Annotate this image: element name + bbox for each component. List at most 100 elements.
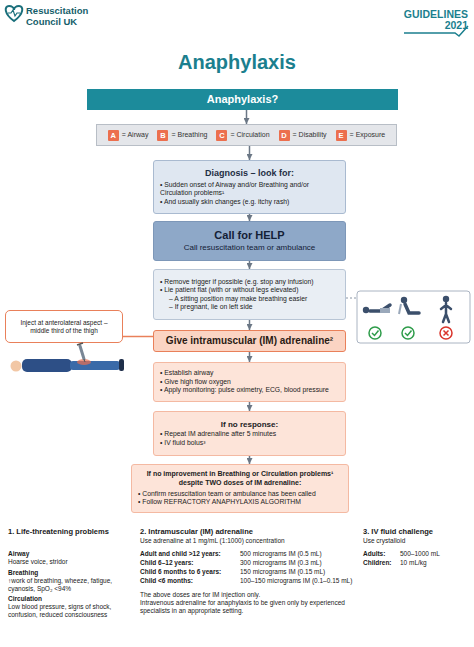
action-box: If no improvement in Breathing or Circul…	[131, 464, 349, 513]
bullet-text: • Confirm resuscitation team or ambulanc…	[138, 490, 342, 498]
figure-body	[370, 305, 390, 311]
action-box: If no response:• Repeat IM adrenaline af…	[153, 411, 346, 456]
patient-illustration	[11, 343, 125, 372]
flow-arrow	[249, 402, 251, 411]
flow-arrow	[249, 261, 251, 269]
table-cell: 150 micrograms IM (0.15 mL)	[240, 568, 360, 576]
check-mark	[402, 327, 414, 339]
bullet-text: • Give high flow oxygen	[160, 378, 339, 386]
figure-body	[405, 304, 419, 313]
assessment-text: = Circulation	[230, 131, 269, 140]
assessment-text: = Airway	[122, 131, 149, 140]
footnote-text: Use crystalloid	[363, 537, 468, 545]
diagnosis-box: Diagnosis – look for: • Sudden onset of A…	[153, 160, 346, 214]
assessment-text: = Breathing	[171, 131, 207, 140]
box-heading: If no improvement in Breathing or Circul…	[138, 470, 342, 487]
letter-badge: E	[336, 130, 347, 141]
check-tick	[405, 331, 412, 336]
footnote-text: ↑work of breathing, wheeze, fatigue, cya…	[8, 577, 120, 593]
callout-box: Inject at anterolateral aspect – middle …	[5, 310, 123, 343]
table-cell: 100–150 micrograms IM (0.1–0.15 mL)	[240, 577, 360, 585]
patient-feet	[119, 359, 124, 371]
flow-arrow	[246, 110, 248, 124]
figure-head	[443, 296, 449, 302]
flow-arrow	[249, 320, 251, 330]
backrest	[399, 304, 401, 314]
bullet-text: • Establish airway	[160, 369, 339, 377]
flow-arrow	[249, 456, 251, 464]
injection-site	[77, 359, 91, 365]
check-circle	[402, 327, 414, 339]
bullet-text: • Lie patient flat (with or without legs…	[160, 286, 339, 294]
sitting-figure	[399, 297, 419, 314]
bullet-text: • And usually skin changes (e.g. itchy r…	[160, 198, 339, 206]
letter-badge: A	[108, 130, 119, 141]
footnote-heading: 3. IV fluid challenge	[363, 527, 468, 536]
assessment-text: = Exposure	[350, 131, 386, 140]
syringe-body	[80, 346, 84, 359]
leg-support	[380, 308, 390, 313]
cross-circle	[440, 327, 452, 339]
flow-arrow	[249, 146, 251, 160]
patient-head	[11, 361, 22, 372]
bullet-text: • Remove trigger if possible (e.g. stop …	[160, 278, 339, 286]
letter-badge: C	[216, 130, 227, 141]
logo-pulse	[8, 10, 20, 16]
help-box: Call for HELPCall resuscitation team or …	[153, 221, 346, 261]
bullet-text: • IV fluid bolus³	[160, 439, 339, 447]
bullet-text: • Repeat IM adrenaline after 5 minutes	[160, 430, 339, 438]
footnote-term: Breathing	[8, 569, 120, 577]
box-heading: Call for HELP	[160, 229, 339, 242]
table-cell: Adults:	[363, 550, 399, 558]
letter-badge: B	[157, 130, 168, 141]
table-cell: Child <6 months:	[140, 577, 240, 585]
footnote-term: Circulation	[8, 595, 120, 603]
logo-heart	[6, 6, 23, 21]
adrenaline-box: Give intramuscular (IM) adrenaline²	[153, 330, 346, 352]
table-cell: Child 6–12 years:	[140, 559, 240, 567]
footnote-note: Intravenous adrenaline for anaphylaxis t…	[140, 599, 355, 615]
box-heading: Diagnosis – look for:	[160, 168, 339, 179]
letter-badge: D	[279, 130, 290, 141]
diagram-title: Anaphylaxis	[0, 51, 474, 74]
box-subheading: Call resuscitation team or ambulance	[160, 243, 339, 253]
box-heading: Give intramuscular (IM) adrenaline²	[158, 335, 341, 347]
figure-head	[363, 307, 369, 313]
sub-bullet-text: – A sitting position may make breathing …	[160, 295, 339, 303]
lying-figure	[363, 305, 390, 313]
action-box: • Remove trigger if possible (e.g. stop …	[153, 269, 346, 320]
table-cell: 300 micrograms IM (0.3 mL)	[240, 559, 360, 567]
syringe-needle	[84, 359, 85, 362]
syringe-plunger	[77, 343, 83, 345]
standing-figure	[441, 296, 451, 322]
check-circle	[369, 327, 381, 339]
footnote-note: The above doses are for IM injection onl…	[140, 591, 355, 599]
footnote-text: Use adrenaline at 1 mg/mL (1:1000) conce…	[140, 537, 355, 545]
action-box: • Establish airway• Give high flow oxyge…	[153, 362, 346, 402]
flow-arrow	[249, 352, 251, 362]
check-tick	[372, 331, 379, 336]
band-text: Anaphylaxis?	[207, 93, 279, 106]
footnote-text: Hoarse voice, stridor	[8, 558, 120, 566]
figure-body	[441, 303, 451, 322]
footnote-heading: 1. Life-threatening problems	[8, 527, 120, 536]
assessment-band: A= Airway B= Breathing C= Circulation D= Di…	[96, 124, 397, 146]
box-heading: If no response:	[160, 420, 339, 430]
footnote-text: Low blood pressure, signs of shock, conf…	[8, 603, 120, 619]
sub-bullet-text: – If pregnant, lie on left side	[160, 303, 339, 311]
table-cell: 500 micrograms IM (0.5 mL)	[240, 550, 360, 558]
table-cell: 500–1000 mL	[400, 550, 468, 558]
flow-arrow	[249, 214, 251, 221]
connector-line	[123, 336, 153, 338]
assessment-text: = Disability	[293, 131, 327, 140]
callout-text: Inject at anterolateral aspect – middle …	[10, 319, 118, 335]
patient-torso	[22, 359, 72, 372]
check-mark	[369, 327, 381, 339]
bullet-text: • Sudden onset of Airway and/or Breathin…	[160, 181, 339, 198]
figure-head	[401, 297, 407, 303]
bullet-text: • Apply monitoring: pulse oximetry, ECG,…	[160, 386, 339, 394]
cross-lines	[444, 331, 449, 336]
table-cell: Child 6 months to 6 years:	[140, 568, 240, 576]
positions-panel	[357, 291, 470, 343]
